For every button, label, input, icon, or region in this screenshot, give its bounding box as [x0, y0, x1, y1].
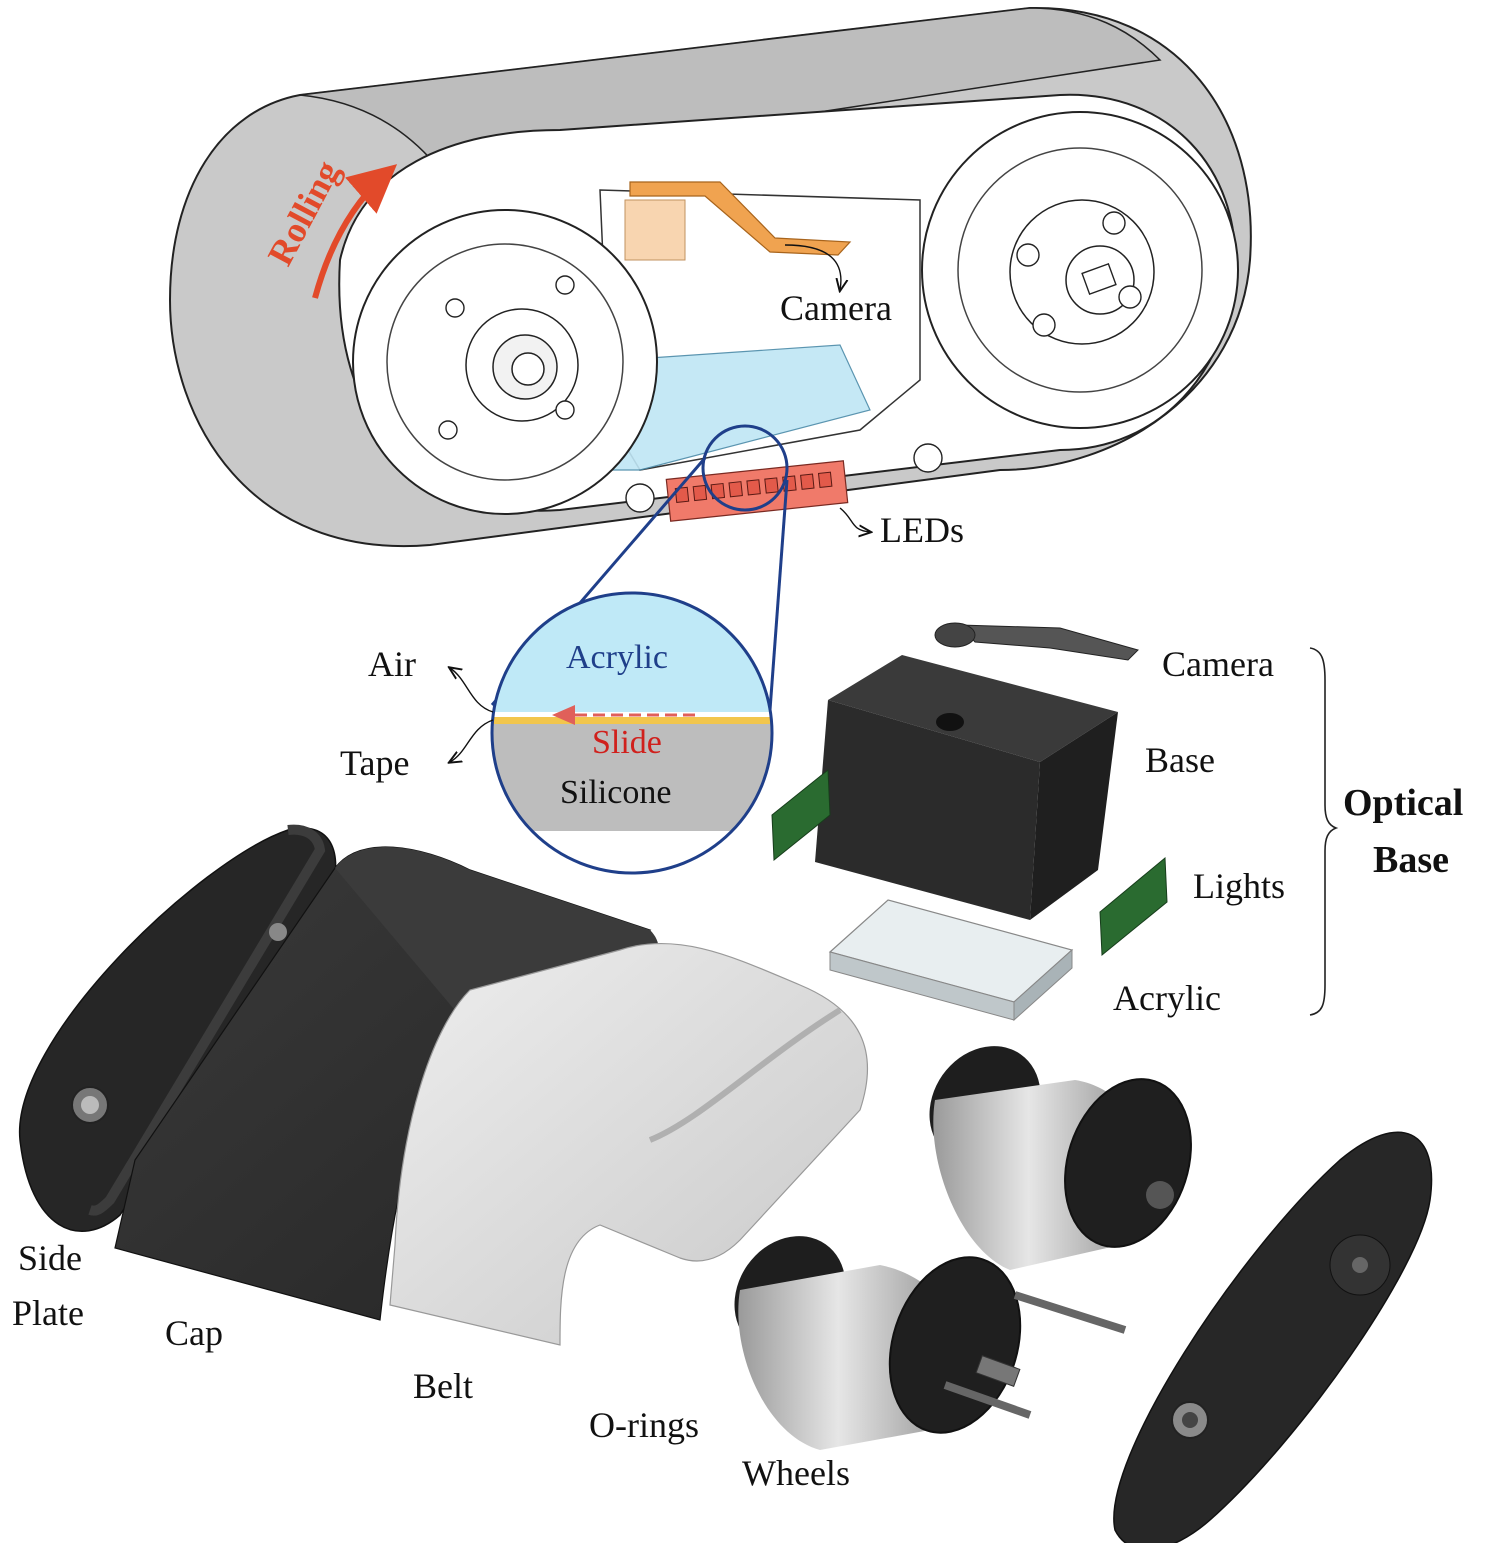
interface-inset: Acrylic Slide Silicone Air Tape	[340, 591, 774, 875]
inset-tape-strip	[492, 717, 772, 724]
tape-label: Tape	[340, 743, 409, 783]
optical-base-exploded: Camera Base Lights Acrylic Optical Base	[771, 622, 1463, 1022]
leds-leader	[839, 507, 870, 532]
slide-arrow-head	[552, 705, 575, 725]
screw-icon	[913, 443, 943, 473]
pin-upper	[1013, 1291, 1127, 1334]
zoom-source-circle	[701, 424, 789, 512]
screw-icon	[555, 400, 575, 420]
camera-module	[958, 624, 1139, 661]
base-front	[815, 700, 1040, 920]
inset-ring	[490, 591, 774, 875]
base-side	[1030, 712, 1118, 920]
camera-lens-housing	[624, 199, 686, 261]
screw-icon	[438, 420, 458, 440]
lights-label: Lights	[1193, 866, 1285, 906]
wheel-lower-front-ring	[888, 1256, 1022, 1434]
side-plate-label-line2: Plate	[12, 1293, 84, 1333]
camera-leader	[784, 244, 841, 290]
light-pcb-left	[771, 768, 831, 862]
tape-leader	[450, 719, 494, 762]
cap-label: Cap	[165, 1313, 223, 1353]
pin-lower	[943, 1381, 1032, 1419]
air-leader	[450, 668, 494, 713]
acrylic-label: Acrylic	[1113, 978, 1221, 1018]
camera-flex	[629, 181, 852, 256]
base-lens-hole	[936, 713, 964, 731]
belt-part	[389, 942, 868, 1346]
left-plate-hole-icon	[269, 923, 287, 941]
lower-exploded-parts: Side Plate Cap Belt O-rings Wheels	[12, 824, 1433, 1543]
camera-label-top: Camera	[780, 288, 892, 328]
zoom-line-right	[768, 479, 789, 711]
screw-icon	[555, 275, 575, 295]
housing-top-band	[299, 7, 1162, 171]
screw-icon	[445, 298, 465, 318]
belt-label: Belt	[413, 1366, 473, 1406]
orings-label: O-rings	[589, 1405, 699, 1445]
left-side-plate	[19, 827, 337, 1232]
screw-icon	[625, 483, 655, 513]
side-plate-label-line1: Side	[18, 1238, 82, 1278]
rolling-arrow	[312, 164, 398, 299]
camera-label: Camera	[1162, 644, 1274, 684]
screw-icon	[1102, 211, 1126, 235]
inset-slide-label: Slide	[592, 724, 662, 761]
led-chips	[674, 471, 833, 503]
air-label: Air	[368, 644, 416, 684]
inset-silicone-label: Silicone	[560, 774, 671, 811]
inset-acrylic-label: Acrylic	[566, 639, 668, 676]
screw-icon	[1016, 243, 1040, 267]
leds-label: LEDs	[880, 510, 964, 550]
optical-base-label-line2: Base	[1373, 839, 1449, 881]
screw-icon	[1118, 285, 1142, 309]
base-label: Base	[1145, 740, 1215, 780]
wheels-label: Wheels	[742, 1453, 850, 1493]
camera-lens-icon	[934, 622, 976, 648]
light-pcb-right	[1099, 856, 1168, 957]
wheel-upper-hub-icon	[1146, 1181, 1174, 1209]
base-top	[828, 655, 1118, 762]
right-side-plate	[1113, 1131, 1433, 1543]
optical-base-brace	[1309, 647, 1339, 1016]
screw-icon	[1032, 313, 1056, 337]
inset-silicone-region	[492, 724, 772, 831]
assembled-view: Rolling Camera LEDs	[168, 6, 1252, 711]
optical-base-label-line1: Optical	[1343, 782, 1463, 824]
wheel-lower-shaft	[975, 1355, 1021, 1387]
